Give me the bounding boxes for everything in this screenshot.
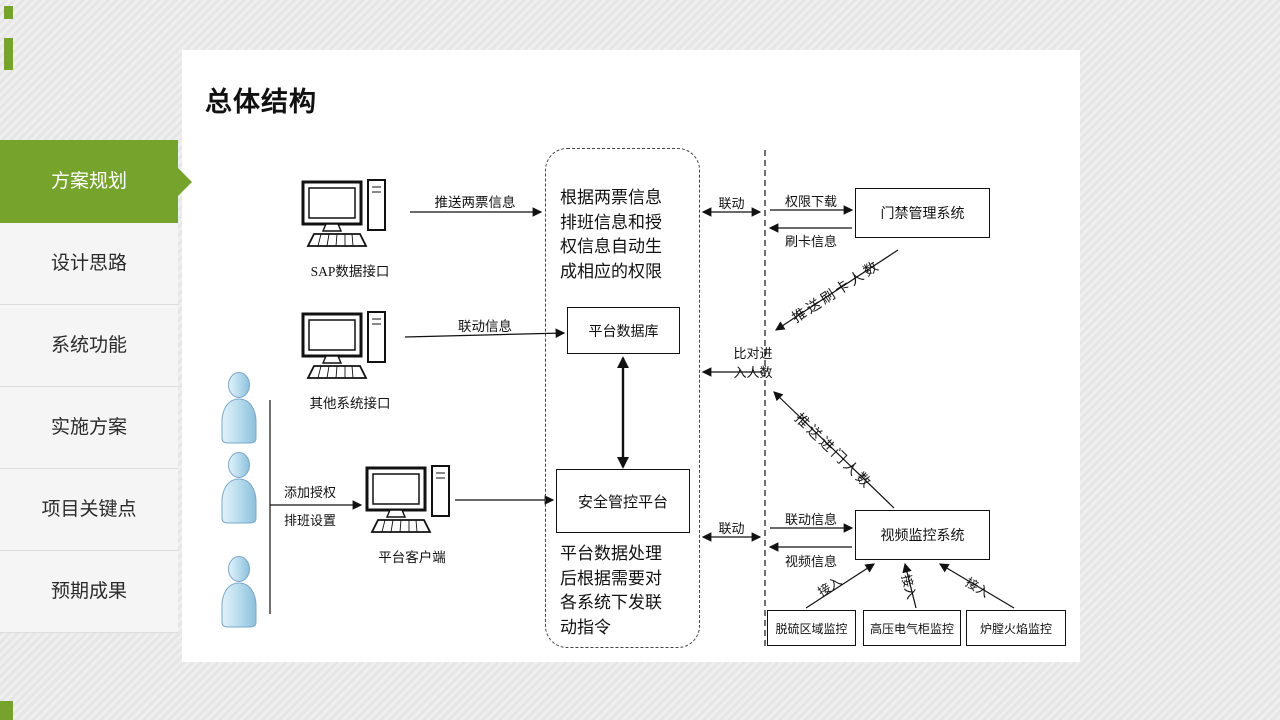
box-furnace-flame-monitor: 炉膛火焰监控: [966, 610, 1066, 646]
box-safety-platform: 安全管控平台: [556, 469, 690, 533]
sidebar-item-label: 方案规划: [50, 171, 127, 192]
label-compare-count: 比对进入人数: [733, 346, 773, 380]
node-label-sap: SAP数据接口: [310, 264, 390, 279]
computer-icon: [365, 465, 450, 533]
label-perm-download: 权限下载: [784, 194, 837, 209]
box-hv-cabinet-monitor: 高压电气柜监控: [863, 610, 961, 646]
node-label-other: 其他系统接口: [309, 396, 391, 411]
label-video-info: 视频信息: [784, 554, 837, 569]
box-desulfurization-monitor: 脱硫区域监控: [767, 610, 856, 646]
sidebar-item-design[interactable]: 设计思路: [0, 223, 178, 305]
platform-boundary: [545, 148, 700, 648]
sidebar: 方案规划 设计思路 系统功能 实施方案 项目关键点 预期成果: [0, 140, 192, 633]
box-access-control-system: 门禁管理系统: [855, 188, 990, 238]
sidebar-item-implementation[interactable]: 实施方案: [0, 387, 178, 469]
sidebar-item-label: 实施方案: [50, 417, 127, 438]
rule-text: 根据两票信息排班信息和授权信息自动生成相应的权限: [560, 188, 662, 281]
sidebar-item-plan[interactable]: 方案规划: [0, 140, 192, 223]
active-arrow-icon: [178, 167, 192, 196]
person-icon: [216, 452, 262, 529]
label-linkage-top: 联动: [718, 196, 745, 211]
sidebar-item-label: 系统功能: [50, 335, 127, 356]
label-linkage-info-2: 联动信息: [784, 512, 837, 527]
person-icon: [216, 372, 262, 449]
sidebar-item-results[interactable]: 预期成果: [0, 551, 178, 633]
box-platform-db: 平台数据库: [567, 307, 680, 354]
sidebar-item-label: 预期成果: [50, 581, 127, 602]
computer-icon: [301, 311, 386, 379]
box-video-surveillance-system: 视频监控系统: [855, 510, 990, 560]
page-title: 总体结构: [205, 87, 317, 117]
label-card-info: 刷卡信息: [784, 234, 837, 249]
computer-icon-other: [300, 310, 390, 382]
accent-mark: [4, 6, 13, 19]
computer-icon-client: [364, 464, 454, 536]
label-linkage-bottom: 联动: [718, 521, 745, 536]
dispatch-text: 平台数据处理后根据需要对各系统下发联动指令: [560, 544, 662, 637]
sidebar-item-label: 设计思路: [50, 253, 127, 274]
label-linkage-info-1: 联动信息: [458, 319, 512, 334]
sidebar-item-functions[interactable]: 系统功能: [0, 305, 178, 387]
label-push-tickets: 推送两票信息: [434, 195, 516, 210]
node-label-client: 平台客户端: [378, 550, 446, 565]
computer-icon: [301, 179, 386, 247]
sidebar-item-label: 项目关键点: [41, 499, 137, 520]
person-icon: [216, 556, 262, 633]
label-shift-setting: 排班设置: [283, 513, 336, 528]
sidebar-item-keypoints[interactable]: 项目关键点: [0, 469, 178, 551]
accent-mark: [0, 701, 13, 720]
accent-mark: [4, 38, 13, 70]
label-add-auth: 添加授权: [283, 485, 336, 500]
computer-icon-sap: [300, 178, 390, 250]
